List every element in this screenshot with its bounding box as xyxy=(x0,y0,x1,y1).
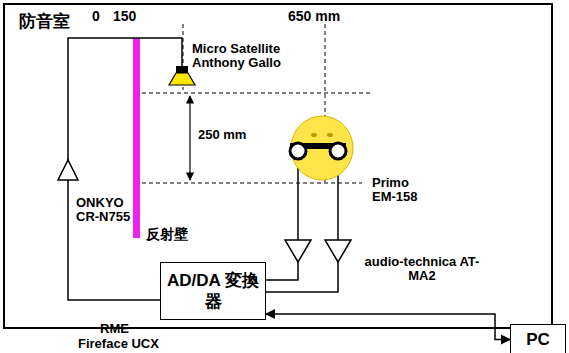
part-label: audio-technica AT-MA2 xyxy=(352,255,492,283)
wires xyxy=(68,38,338,300)
part-label: 250 mm xyxy=(198,128,246,142)
dummy-head xyxy=(290,116,353,180)
room-heading: 防音室 xyxy=(19,11,70,32)
part-label: 反射壁 xyxy=(146,226,188,242)
part-label: 0 xyxy=(92,8,100,24)
pc-box: PC xyxy=(510,324,566,353)
reference-lines xyxy=(142,24,372,183)
reflective-wall xyxy=(133,38,140,238)
speaker-symbol xyxy=(169,66,195,85)
part-label: 650 mm xyxy=(288,8,340,24)
box-text: PC xyxy=(526,329,550,350)
converter-box: AD/DA 変換器 xyxy=(160,262,266,320)
amplifier-symbol xyxy=(58,160,78,180)
mic-amplifier-symbol xyxy=(325,240,351,262)
dimension-arrow xyxy=(189,96,190,180)
part-label: Fireface UCX xyxy=(78,337,159,351)
part-label: Micro Satellite Anthony Gallo xyxy=(192,42,296,70)
part-label: 150 xyxy=(113,8,136,24)
signal-connector xyxy=(266,314,510,340)
part-label: RME xyxy=(100,322,129,336)
box-text: AD/DA 変換器 xyxy=(167,270,259,312)
part-label: Primo EM-158 xyxy=(372,176,434,204)
mic-amplifier-symbol xyxy=(285,240,311,262)
part-label: ONKYO CR-N755 xyxy=(76,196,142,224)
